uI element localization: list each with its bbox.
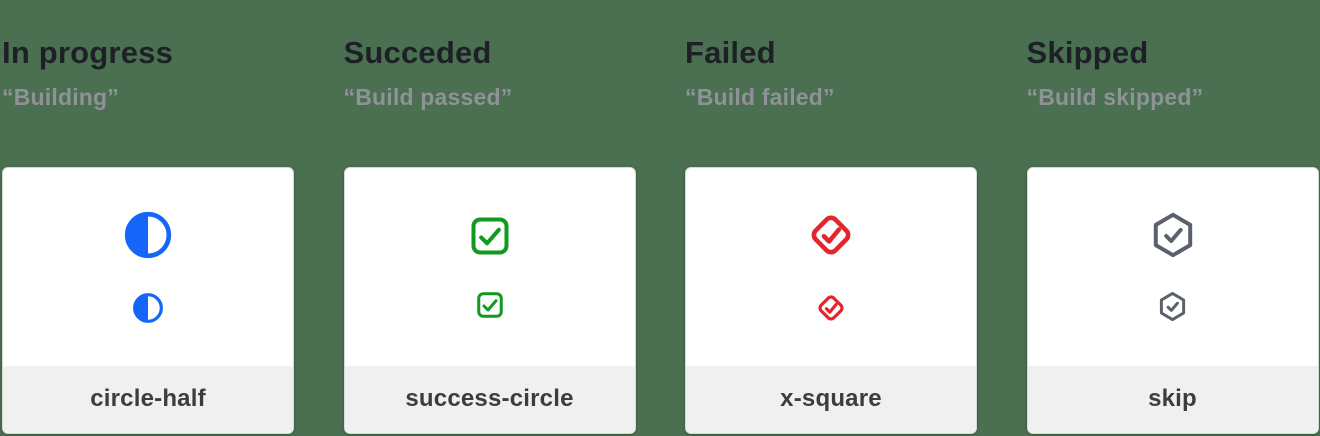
icon-name-label: circle-half [90, 385, 206, 413]
card-footer: x-square [686, 365, 976, 433]
column-subtitle: “Build passed” [343, 83, 513, 110]
check-diamond-icon [811, 215, 851, 255]
column-failed: Failed “Build failed” x-square [685, 0, 977, 434]
icon-name-label: x-square [780, 385, 882, 413]
check-hexagon-icon [1153, 213, 1192, 258]
column-skipped: Skipped “Build skipped” skip [1026, 0, 1319, 434]
card-body [3, 168, 293, 366]
check-square-icon [476, 292, 503, 318]
column-title: Skipped [1026, 35, 1149, 70]
circle-half-icon [133, 292, 163, 323]
card-footer: circle-half [3, 365, 293, 433]
column-title: Failed [685, 35, 776, 70]
card-body [1028, 168, 1318, 366]
circle-half-icon [124, 211, 172, 258]
column-in-progress: In progress “Building” circle-half [2, 0, 294, 434]
card-body [686, 168, 976, 366]
check-hexagon-icon [1159, 292, 1186, 322]
card-body [345, 168, 635, 366]
column-title: Succeded [343, 35, 492, 70]
column-subtitle: “Build skipped” [1026, 83, 1204, 110]
status-card-skip: skip [1026, 166, 1319, 434]
icon-name-label: skip [1148, 385, 1197, 413]
column-title: In progress [2, 35, 174, 70]
icon-name-label: success-circle [405, 385, 574, 413]
status-card-x-square: x-square [685, 166, 977, 434]
status-card-circle-half: circle-half [2, 166, 294, 434]
column-succeded: Succeded “Build passed” success-circle [343, 0, 636, 434]
column-subtitle: “Build failed” [685, 83, 835, 110]
card-footer: success-circle [344, 365, 635, 433]
card-footer: skip [1027, 365, 1318, 433]
column-subtitle: “Building” [2, 83, 119, 110]
status-card-success-circle: success-circle [343, 166, 636, 434]
check-diamond-icon [818, 295, 844, 321]
check-square-icon [470, 217, 509, 255]
